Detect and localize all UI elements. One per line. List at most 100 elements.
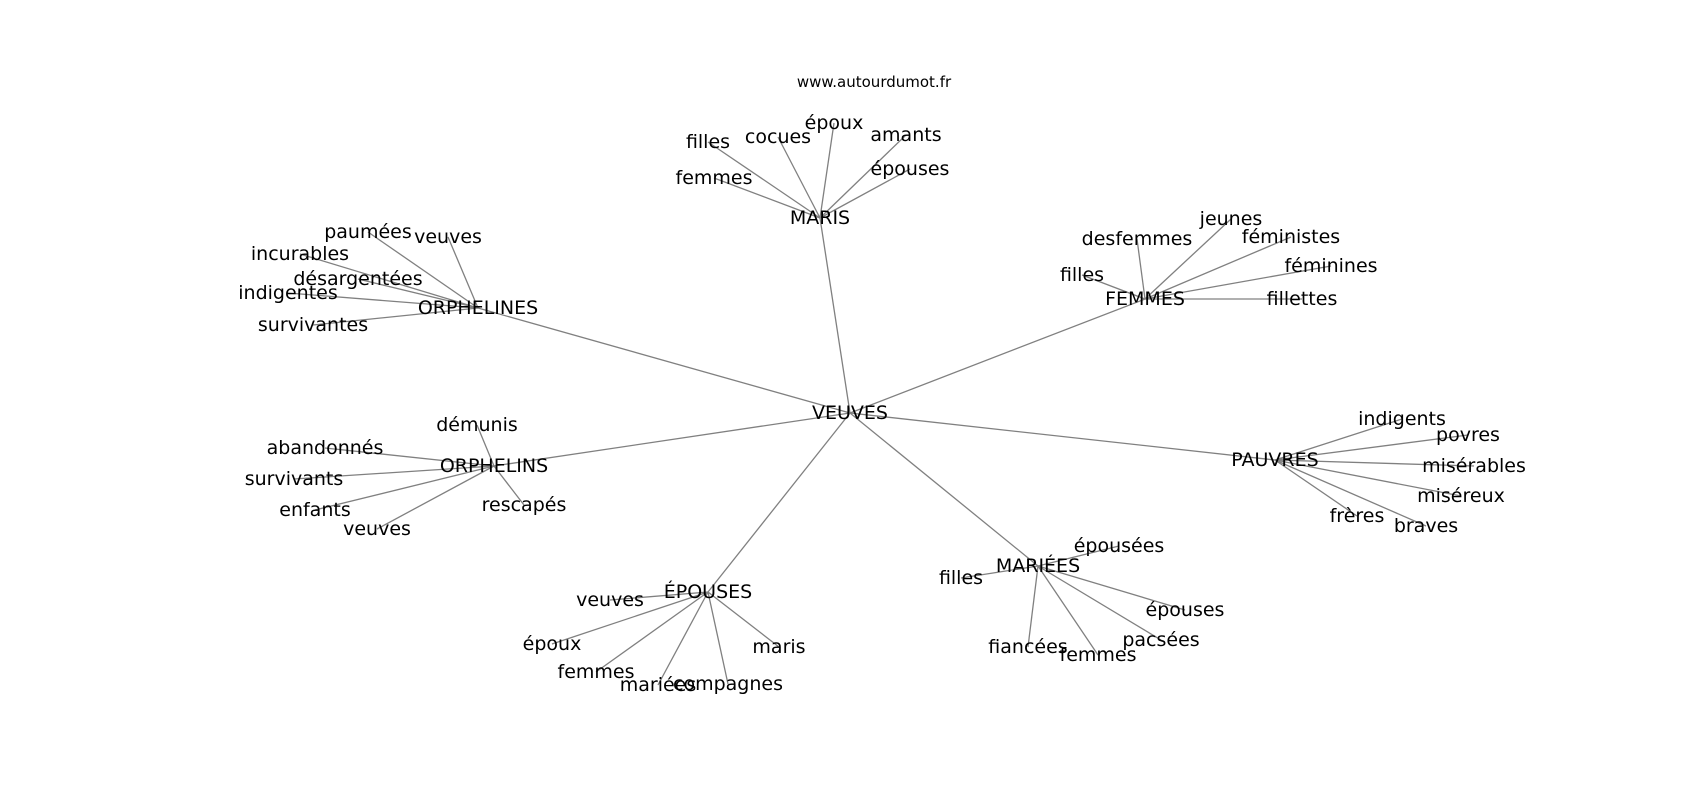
edge-maris-epouses bbox=[819, 168, 911, 219]
edge-epouses-femmes bbox=[595, 591, 709, 673]
hub-node-pauvres: PAUVRES bbox=[1231, 449, 1318, 471]
edge-orphelines-incurables bbox=[299, 253, 479, 309]
leaf-node-filles: filles bbox=[686, 131, 730, 153]
leaf-node-cocues: cocues bbox=[745, 126, 811, 148]
leaf-node-filles: filles bbox=[1060, 264, 1104, 286]
edge-femmes-feministes bbox=[1144, 236, 1292, 300]
center-node: VEUVES bbox=[812, 402, 888, 424]
source-watermark: www.autourdumot.fr bbox=[797, 73, 952, 91]
leaf-node-survivants: survivants bbox=[245, 468, 344, 490]
leaf-node-survivantes: survivantes bbox=[258, 314, 368, 336]
edge-center-mariees bbox=[849, 412, 1039, 567]
leaf-node-mariees: mariées bbox=[620, 674, 697, 696]
edge-pauvres-miserables bbox=[1274, 459, 1475, 467]
leaf-node-miserables: misérables bbox=[1422, 455, 1526, 477]
leaf-node-jeunes: jeunes bbox=[1199, 208, 1263, 230]
edge-epouses-maris bbox=[707, 591, 780, 648]
leaf-node-epousees: épousées bbox=[1074, 535, 1165, 557]
leaf-node-enfants: enfants bbox=[279, 499, 350, 521]
leaf-node-femmes: femmes bbox=[1060, 644, 1137, 666]
edge-orphelins-survivants bbox=[293, 465, 495, 480]
edge-center-epouses bbox=[707, 412, 851, 593]
edge-pauvres-indigents bbox=[1274, 418, 1403, 461]
leaf-node-feminines: féminines bbox=[1284, 255, 1377, 277]
edge-mariees-filles bbox=[960, 565, 1039, 579]
leaf-node-feministes: féministes bbox=[1242, 226, 1340, 248]
leaf-node-demunis: démunis bbox=[436, 414, 518, 436]
edge-center-maris bbox=[819, 217, 851, 414]
hub-node-maris: MARIS bbox=[790, 207, 850, 229]
edge-orphelins-veuves bbox=[376, 465, 495, 530]
edge-maris-femmes bbox=[713, 177, 821, 219]
leaf-node-maris: maris bbox=[752, 636, 805, 658]
edge-mariees-femmes bbox=[1037, 565, 1099, 656]
leaf-node-epouses: épouses bbox=[871, 158, 950, 180]
leaf-node-compagnes: compagnes bbox=[673, 673, 783, 695]
leaf-node-femmes: femmes bbox=[558, 661, 635, 683]
edge-mariees-fiancees bbox=[1027, 565, 1039, 648]
leaf-node-pacsees: pacsées bbox=[1122, 629, 1199, 651]
leaf-node-veuves: veuves bbox=[343, 518, 411, 540]
hub-node-orphelins: ORPHELINS bbox=[440, 455, 548, 477]
leaf-node-filles: filles bbox=[939, 567, 983, 589]
edge-pauvres-misereux bbox=[1274, 459, 1462, 497]
edge-epouses-compagnes bbox=[707, 591, 729, 685]
leaf-node-fiancees: fiancées bbox=[988, 636, 1067, 658]
leaf-node-veuves: veuves bbox=[414, 226, 482, 248]
edge-epouses-mariees bbox=[657, 591, 709, 686]
leaf-node-epoux: époux bbox=[523, 633, 582, 655]
edge-mariees-epouses bbox=[1037, 565, 1186, 611]
edge-center-pauvres bbox=[849, 412, 1276, 461]
edge-maris-epoux bbox=[819, 122, 835, 219]
hub-node-orphelines: ORPHELINES bbox=[418, 297, 538, 319]
edge-center-orphelins bbox=[493, 412, 851, 467]
edge-orphelines-survivantes bbox=[312, 307, 479, 326]
edge-femmes-desfemmes bbox=[1136, 238, 1146, 300]
edge-femmes-filles bbox=[1081, 274, 1146, 300]
hub-node-mariees: MARIÉES bbox=[996, 554, 1080, 577]
leaf-node-braves: braves bbox=[1394, 515, 1458, 537]
leaf-node-desfemmes: desfemmes bbox=[1082, 228, 1193, 250]
edge-epouses-epoux bbox=[551, 591, 709, 645]
leaf-node-abandonnes: abandonnés bbox=[267, 437, 384, 459]
edges-layer bbox=[287, 122, 1475, 686]
leaf-node-freres: frères bbox=[1330, 505, 1385, 527]
leaf-node-paumees: paumées bbox=[324, 221, 412, 243]
edge-center-orphelines bbox=[477, 307, 851, 414]
leaf-node-incurables: incurables bbox=[251, 243, 349, 265]
leaf-node-povres: povres bbox=[1436, 424, 1500, 446]
leaf-node-indigents: indigents bbox=[1358, 408, 1446, 430]
edge-femmes-feminines bbox=[1144, 265, 1332, 300]
edge-pauvres-freres bbox=[1274, 459, 1358, 517]
leaf-node-amants: amants bbox=[870, 124, 941, 146]
edge-mariees-pacsees bbox=[1037, 565, 1162, 641]
hub-node-femmes: FEMMES bbox=[1105, 288, 1185, 310]
hub-node-epouses: ÉPOUSES bbox=[664, 580, 752, 603]
edge-mariees-epousees bbox=[1037, 545, 1120, 567]
edge-orphelines-desargentees bbox=[357, 278, 479, 309]
leaf-node-epouses: épouses bbox=[1146, 599, 1225, 621]
edge-orphelines-paumees bbox=[367, 231, 479, 309]
edge-orphelins-enfants bbox=[314, 465, 495, 511]
leaf-node-epoux: époux bbox=[805, 112, 864, 134]
edge-epouses-veuves bbox=[609, 591, 709, 601]
leaf-node-veuves: veuves bbox=[576, 589, 644, 611]
leaf-node-rescapes: rescapés bbox=[482, 494, 567, 516]
edge-pauvres-braves bbox=[1274, 459, 1427, 527]
edge-pauvres-povres bbox=[1274, 434, 1469, 461]
edge-maris-cocues bbox=[777, 136, 821, 219]
edge-orphelins-rescapes bbox=[493, 465, 525, 506]
edge-orphelins-demunis bbox=[476, 424, 495, 467]
leaf-node-indigentes: indigentes bbox=[238, 282, 338, 304]
leaf-node-misereux: miséreux bbox=[1417, 485, 1505, 507]
edge-center-femmes bbox=[849, 298, 1146, 414]
edge-maris-amants bbox=[819, 134, 907, 219]
edge-maris-filles bbox=[707, 141, 821, 219]
edge-orphelines-veuves bbox=[447, 236, 479, 309]
edge-femmes-jeunes bbox=[1144, 218, 1232, 300]
leaf-node-fillettes: fillettes bbox=[1267, 288, 1338, 310]
leaf-node-femmes: femmes bbox=[676, 167, 753, 189]
leaf-node-desargentees: désargentées bbox=[293, 268, 422, 290]
